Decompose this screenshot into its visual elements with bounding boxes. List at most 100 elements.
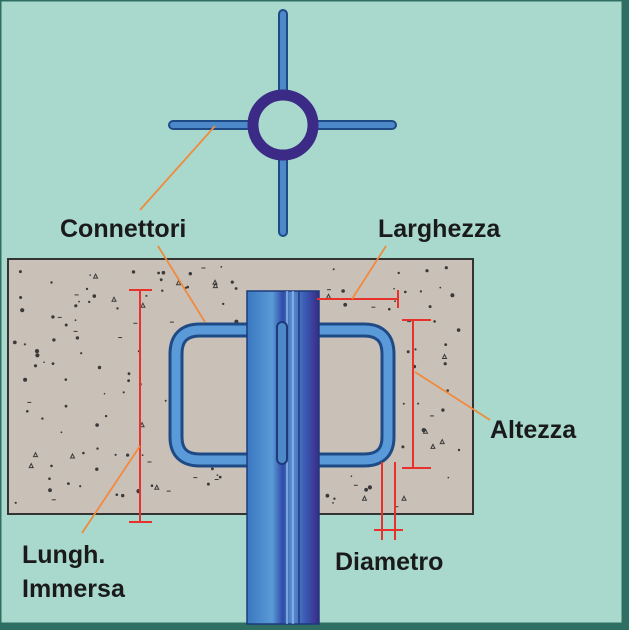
aggregate-speck — [401, 445, 405, 449]
aggregate-speck — [20, 308, 25, 313]
aggregate-speck — [103, 392, 106, 395]
aggregate-speck — [12, 340, 17, 345]
aggregate-speck — [430, 443, 436, 449]
pole — [246, 290, 320, 625]
aggregate-speck — [404, 290, 407, 294]
aggregate-speck — [212, 282, 219, 289]
aggregate-speck — [19, 296, 23, 299]
aggregate-texture — [12, 266, 461, 508]
aggregate-speck — [121, 493, 125, 498]
aggregate-speck — [457, 448, 461, 452]
aggregate-speck — [175, 279, 182, 286]
aggregate-speck — [18, 270, 22, 274]
aggregate-speck — [417, 402, 420, 405]
dimension-width — [317, 290, 399, 308]
aggregate-speck — [50, 281, 53, 284]
aggregate-speck — [145, 294, 148, 297]
aggregate-speck — [444, 266, 448, 270]
aggregate-speck — [43, 361, 45, 364]
aggregate-speck — [350, 475, 353, 478]
aggregate-speck — [161, 270, 166, 275]
aggregate-speck — [32, 451, 39, 458]
aggregate-speck — [127, 379, 130, 383]
connector-loop-right — [300, 322, 396, 468]
aggregate-speck — [104, 414, 108, 418]
aggregate-speck — [60, 431, 63, 434]
aggregate-speck — [206, 482, 210, 486]
aggregate-speck — [332, 268, 335, 271]
aggregate-speck — [450, 293, 455, 298]
aggregate-speck — [216, 474, 219, 476]
aggregate-speck — [64, 378, 68, 381]
aggregate-speck — [161, 289, 164, 292]
aggregate-speck — [188, 272, 192, 276]
aggregate-speck — [397, 271, 400, 275]
aggregate-speck — [441, 408, 445, 412]
aggregate-speck — [159, 278, 163, 282]
aggregate-speck — [69, 452, 76, 459]
aggregate-speck — [361, 495, 368, 501]
aggregate-speck — [78, 300, 80, 303]
aggregate-speck — [64, 323, 68, 327]
concrete-block — [7, 258, 474, 515]
top-view-ring — [247, 89, 319, 161]
aggregate-speck — [88, 300, 91, 304]
aggregate-speck — [446, 389, 450, 392]
aggregate-speck — [212, 279, 218, 285]
aggregate-speck — [439, 438, 446, 445]
aggregate-speck — [153, 484, 160, 490]
aggregate-speck — [115, 493, 119, 497]
leader-connectors-loop — [157, 245, 206, 323]
aggregate-speck — [393, 287, 395, 290]
aggregate-speck — [164, 399, 167, 402]
aggregate-speck — [28, 462, 35, 469]
aggregate-speck — [122, 391, 125, 394]
aggregate-speck — [26, 410, 29, 413]
label-width: Larghezza — [378, 215, 501, 243]
aggregate-speck — [439, 286, 442, 289]
leader-height — [414, 371, 491, 421]
aggregate-speck — [74, 304, 78, 308]
aggregate-speck — [222, 302, 225, 306]
aggregate-speck — [341, 289, 345, 293]
aggregate-speck — [82, 451, 85, 455]
aggregate-speck — [234, 287, 238, 290]
aggregate-speck — [325, 493, 330, 498]
aggregate-speck — [443, 362, 447, 366]
aggregate-speck — [95, 423, 99, 427]
aggregate-speck — [50, 464, 53, 468]
aggregate-speck — [419, 290, 422, 293]
dimension-diameter — [374, 462, 403, 540]
aggregate-speck — [141, 454, 144, 456]
aggregate-speck — [52, 338, 56, 342]
aggregate-speck — [150, 484, 154, 488]
label-diameter: Diametro — [335, 548, 443, 576]
pole-slot — [276, 321, 288, 465]
aggregate-speck — [394, 300, 396, 303]
label-connectors: Connettori — [60, 215, 186, 243]
aggregate-speck — [34, 349, 40, 354]
aggregate-speck — [33, 364, 38, 368]
aggregate-speck — [444, 343, 448, 346]
aggregate-speck — [332, 502, 334, 504]
dimension-lines — [129, 289, 431, 540]
aggregate-speck — [96, 447, 99, 450]
aggregate-speck — [428, 305, 432, 309]
dimension-embedded-length — [129, 289, 152, 523]
aggregate-speck — [126, 453, 130, 457]
aggregate-speck — [447, 476, 450, 479]
aggregate-speck — [35, 353, 40, 358]
aggregate-speck — [367, 485, 372, 490]
aggregate-speck — [388, 307, 391, 311]
connector-loop-left — [168, 322, 263, 468]
leader-width — [351, 245, 387, 300]
aggregate-speck — [414, 348, 417, 351]
top-view-connector — [168, 9, 397, 237]
aggregate-speck — [127, 372, 131, 376]
aggregate-speck — [456, 328, 461, 332]
aggregate-speck — [406, 350, 410, 354]
aggregate-speck — [48, 488, 52, 493]
aggregate-speck — [114, 453, 117, 456]
